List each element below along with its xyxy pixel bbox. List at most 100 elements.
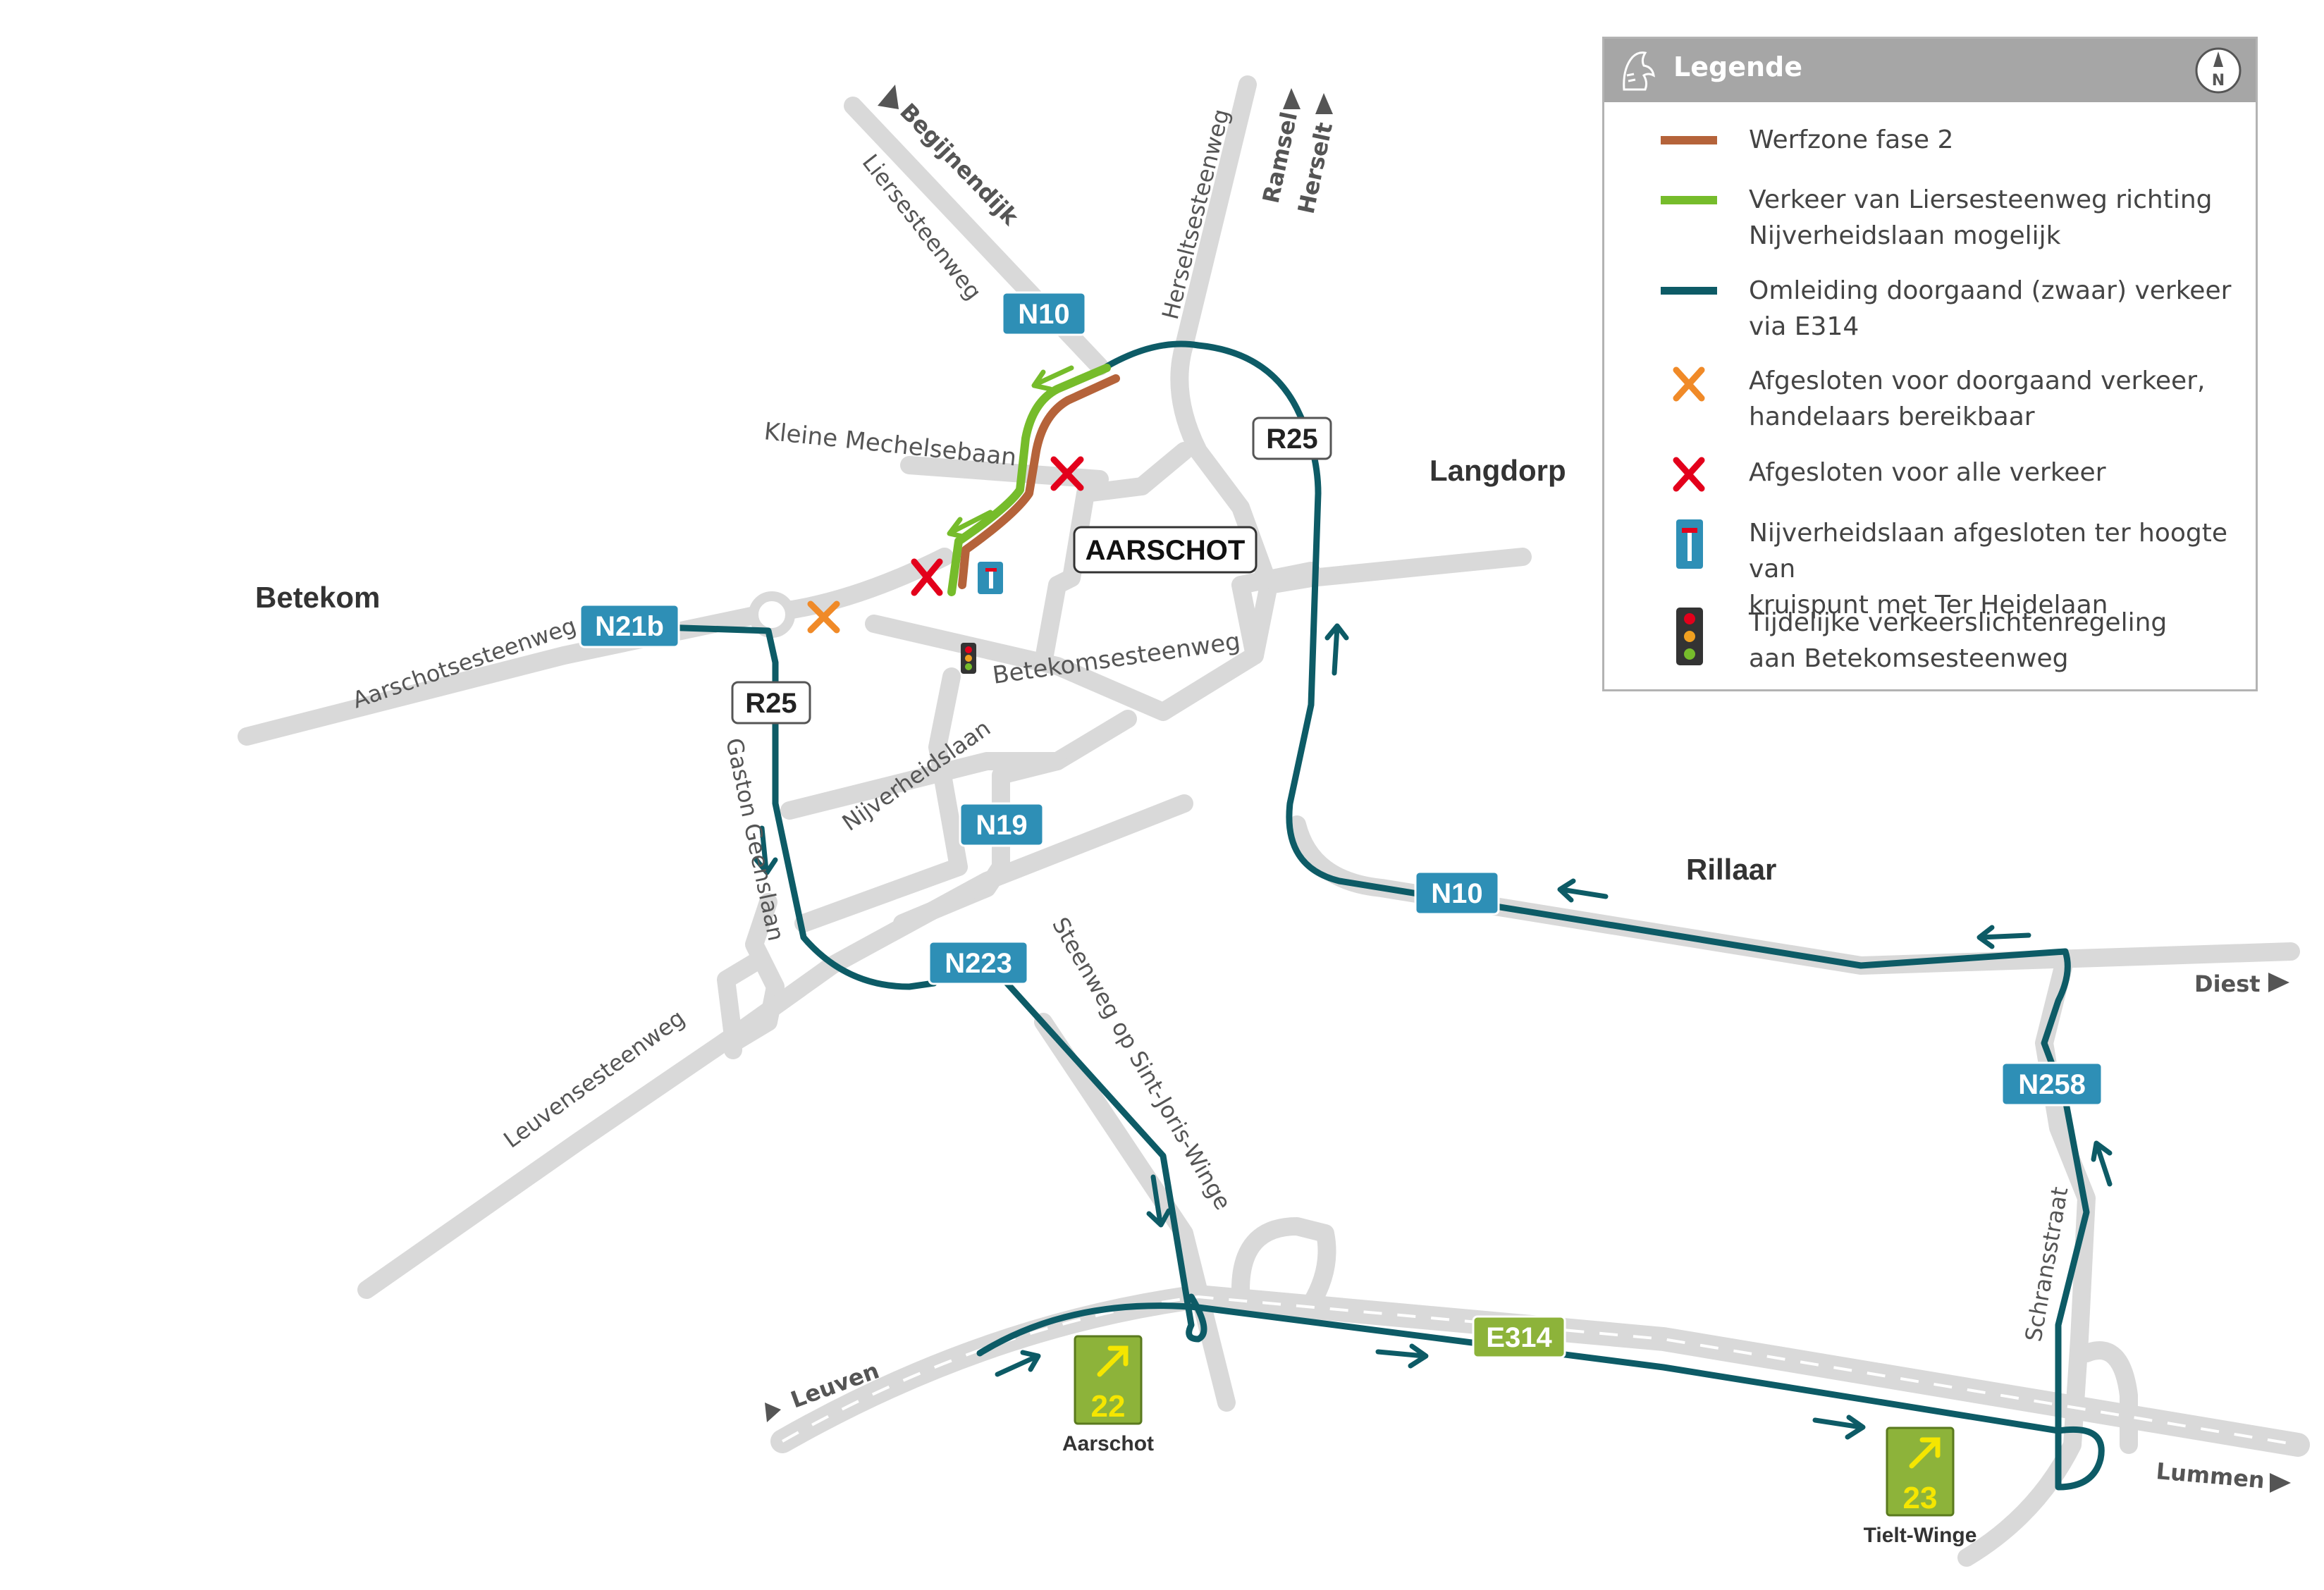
svg-text:N19: N19	[976, 810, 1027, 841]
svg-text:R25: R25	[1266, 424, 1317, 455]
triangle-begijnendijk	[878, 85, 899, 109]
legend-text-line: Afgesloten voor alle verkeer	[1749, 458, 2106, 487]
legend-text-line: Verkeer van Liersesteenweg richting	[1749, 185, 2213, 214]
teal-arrow-west-n10	[1557, 878, 1609, 903]
road-leuvensesteenweg	[357, 794, 1193, 1299]
shield-n19: N19	[959, 802, 1045, 847]
label-gaston-geenslaan: Gaston Geenslaan	[720, 736, 789, 944]
legend-text-line: via E314	[1749, 312, 1859, 341]
shield-r25-left: R25	[731, 681, 811, 725]
teal-arrow-north	[1324, 623, 1349, 676]
flemish-lion-icon	[1623, 51, 1655, 91]
triangle-herselt	[1315, 93, 1333, 114]
legend-text-line: Werfzone fase 2	[1749, 125, 1954, 154]
traffic-light-icon	[961, 643, 976, 674]
label-schransstraat: Schransstraat	[2019, 1185, 2073, 1343]
legend-text-line: Nijverheidslaan afgesloten ter hoogte va…	[1749, 519, 2228, 584]
orange-cross-icon	[807, 600, 840, 634]
brown-line-icon	[1661, 136, 1717, 144]
label-lummen: Lummen	[2155, 1458, 2265, 1493]
svg-text:22: 22	[1091, 1389, 1126, 1424]
triangle-ramsel	[1283, 88, 1301, 109]
legend-text-line: handelaars bereikbaar	[1749, 402, 2035, 431]
red-cross-icon	[1673, 457, 1705, 492]
town-rillaar: Rillaar	[1686, 853, 1776, 886]
town-aarschot-box: AARSCHOT	[1073, 526, 1258, 574]
shield-n21b: N21b	[579, 603, 680, 648]
legend-panel: Legende N Werfzone fase 2 Verkeer van Li…	[1602, 37, 2258, 691]
teal-arrow-west-n258	[1976, 925, 2031, 949]
road-schransstraat	[1957, 949, 2096, 1567]
red-cross-icon-north	[1050, 456, 1084, 491]
svg-text:AARSCHOT: AARSCHOT	[1086, 535, 1246, 566]
exit-23-sign: 23	[1886, 1426, 1955, 1517]
legend-text-line: Tijdelijke verkeerslichtenregeling	[1749, 608, 2168, 637]
shield-n10-right: N10	[1414, 870, 1500, 916]
detour-route	[659, 340, 2105, 1491]
closed-road-sign-icon	[978, 562, 1003, 594]
red-cross-icon-west	[911, 558, 943, 596]
legend-text-line: Nijverheidslaan mogelijk	[1749, 221, 2061, 250]
teal-arrow-e314-3	[1812, 1415, 1866, 1440]
legend-title: Legende	[1673, 51, 1802, 82]
shield-e314: E314	[1472, 1315, 1566, 1359]
green-arrow-2	[947, 510, 993, 540]
triangle-lummen	[2270, 1473, 2291, 1493]
exit-23-label: Tielt-Winge	[1864, 1524, 1977, 1547]
shield-n10-top: N10	[1001, 291, 1087, 336]
detour-r25-west	[659, 624, 937, 990]
svg-text:R25: R25	[745, 688, 797, 719]
svg-text:23: 23	[1903, 1481, 1938, 1515]
label-diest: Diest	[2194, 970, 2261, 997]
shield-n258: N258	[2000, 1061, 2103, 1107]
closed-road-sign-icon	[1676, 519, 1703, 569]
north-arrow-icon: N	[2195, 47, 2242, 94]
detour-r25-north	[1103, 340, 2105, 1491]
green-arrow-1	[1031, 365, 1074, 392]
legend-text-line: kruispunt met Ter Heidelaan	[1749, 591, 2108, 620]
orange-cross-icon	[1673, 366, 1705, 402]
svg-text:N10: N10	[1018, 299, 1069, 330]
road-nijverheidslaan	[794, 667, 968, 932]
svg-text:E314: E314	[1486, 1322, 1552, 1353]
road-sint-joris-winge	[1034, 1013, 1236, 1412]
worksite-phase2-line	[958, 374, 1120, 589]
svg-text:N: N	[2212, 72, 2225, 90]
svg-text:N258: N258	[2018, 1069, 2086, 1100]
legend-text-line: aan Betekomsesteenweg	[1749, 644, 2069, 673]
green-line-icon	[1661, 196, 1717, 204]
exit-22-sign: 22	[1074, 1335, 1143, 1425]
triangle-diest	[2268, 973, 2289, 992]
shield-n223: N223	[928, 940, 1029, 985]
road-centre-north	[1034, 442, 1193, 672]
teal-arrow-south	[754, 825, 778, 875]
teal-arrow-e314-2	[1375, 1343, 1429, 1369]
teal-arrow-south-n223	[1146, 1174, 1172, 1228]
triangle-leuven	[765, 1403, 781, 1422]
traffic-light-icon	[1676, 608, 1703, 665]
direction-arrows	[754, 365, 2113, 1440]
legend-text-line: Omleiding doorgaand (zwaar) verkeer	[1749, 276, 2232, 305]
road-herseltsesteenweg	[1170, 75, 1278, 594]
legend-header: Legende N	[1604, 39, 2256, 102]
teal-arrow-e314-1	[995, 1350, 1041, 1377]
label-herselt: Herselt	[1293, 120, 1338, 216]
svg-text:N223: N223	[945, 948, 1012, 979]
destination-triangles	[765, 85, 2291, 1493]
town-langdorp: Langdorp	[1430, 454, 1566, 487]
svg-text:N10: N10	[1431, 878, 1482, 909]
teal-arrow-north-n258	[2091, 1140, 2113, 1187]
label-kleine-mechelsebaan: Kleine Mechelsebaan	[763, 417, 1018, 472]
shield-r25-top: R25	[1252, 417, 1332, 460]
road-leuvensesteenweg-2	[717, 949, 770, 1045]
town-betekom: Betekom	[255, 581, 380, 614]
road-exit22-loop	[1231, 1217, 1336, 1313]
detour-n223	[994, 969, 1207, 1343]
exit-22-label: Aarschot	[1062, 1432, 1154, 1455]
road-centre-link	[1231, 562, 1320, 665]
label-ramsel: Ramsel	[1258, 109, 1303, 205]
green-route-line	[947, 364, 1111, 596]
road-exit23-loop	[2077, 1341, 2138, 1454]
teal-line-icon	[1661, 287, 1717, 295]
